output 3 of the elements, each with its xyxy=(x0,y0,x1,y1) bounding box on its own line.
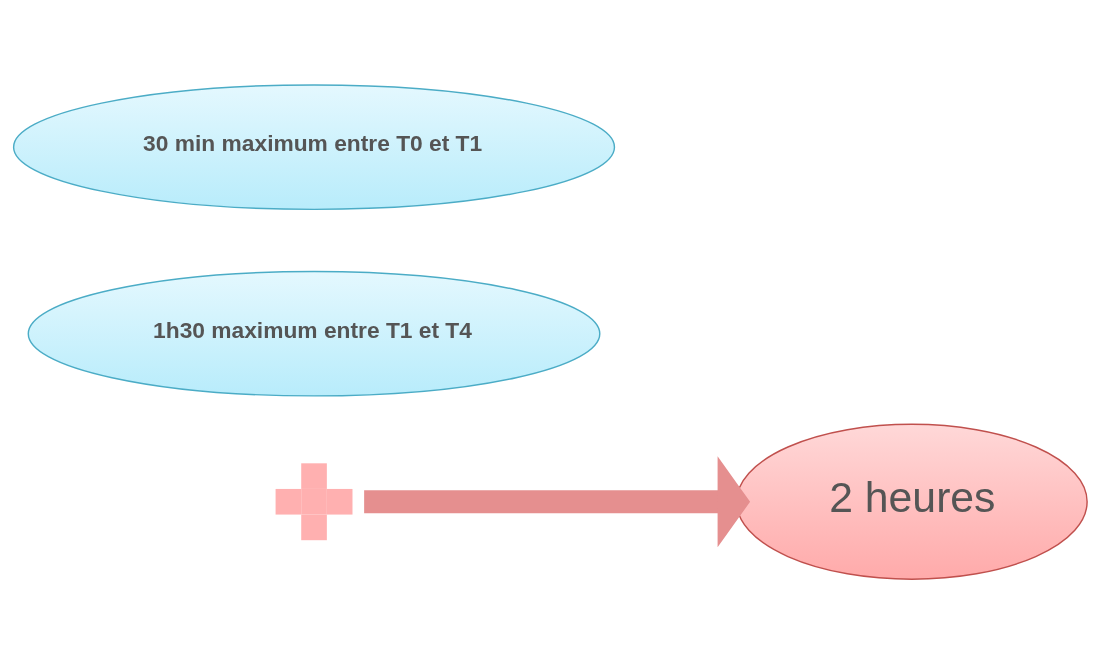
node-ellipse: 30 min maximum entre T0 et T1 xyxy=(12,84,616,211)
node-ellipse: 1h30 maximum entre T1 et T4 xyxy=(27,270,601,397)
arrow xyxy=(364,456,751,548)
